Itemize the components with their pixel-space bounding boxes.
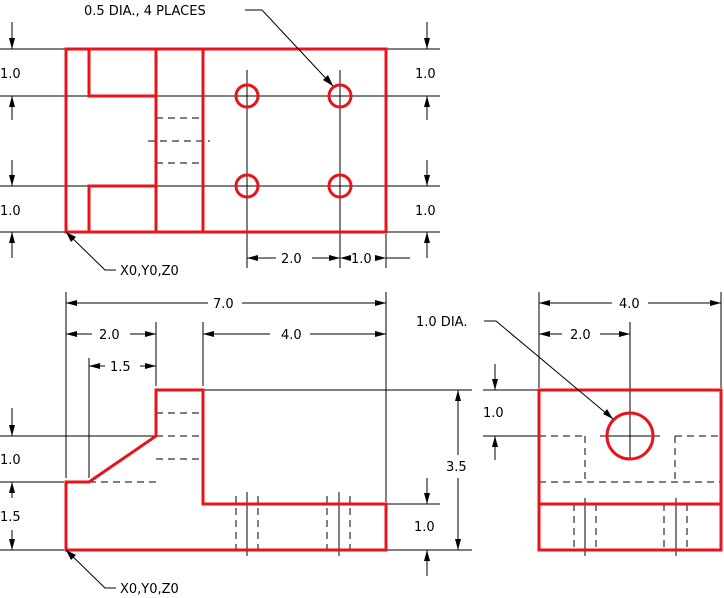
slope-width-text: 1.5 bbox=[110, 360, 131, 375]
right-width-text: 4.0 bbox=[281, 328, 302, 343]
hole-edge-text: 1.0 bbox=[351, 252, 372, 267]
side-view-extension-lines bbox=[483, 292, 722, 460]
step-width-dimension bbox=[66, 331, 156, 337]
bore-offset-text: 2.0 bbox=[570, 328, 591, 343]
front-left-dimensions bbox=[9, 408, 15, 550]
hole-bottom-left bbox=[234, 173, 260, 199]
hole-callout-leader bbox=[245, 9, 334, 87]
top-view bbox=[0, 9, 440, 271]
origin-front-text: X0,Y0,Z0 bbox=[120, 582, 179, 597]
base-height-dimension bbox=[424, 478, 430, 576]
top-right-dimensions bbox=[424, 22, 430, 258]
hole-bottom-right bbox=[327, 173, 353, 199]
step-width-text: 2.0 bbox=[99, 328, 120, 343]
slope-width-dimension bbox=[89, 363, 156, 369]
overall-height-text: 3.5 bbox=[446, 460, 467, 475]
top-view-hidden-lines bbox=[148, 117, 210, 164]
overall-width-dimension bbox=[66, 300, 386, 306]
overall-width-text: 7.0 bbox=[213, 297, 234, 312]
mounting-holes bbox=[234, 83, 353, 199]
side-view-hidden-lines bbox=[539, 435, 721, 556]
top-view-outline bbox=[64, 47, 388, 234]
top-right-dim-upper: 1.0 bbox=[415, 67, 436, 82]
front-left-dim-lower: 1.5 bbox=[0, 510, 21, 525]
hole-callout-text: 0.5 DIA., 4 PLACES bbox=[84, 4, 206, 19]
hole-center-lines bbox=[66, 70, 386, 198]
origin-top-text: X0,Y0,Z0 bbox=[120, 264, 179, 279]
front-view-outline bbox=[64, 388, 388, 552]
front-view-hidden-lines bbox=[89, 412, 351, 556]
front-view bbox=[0, 292, 472, 589]
hole-top-right bbox=[327, 83, 353, 109]
front-left-dim-upper: 1.0 bbox=[0, 453, 21, 468]
labels: 0.5 DIA., 4 PLACES 1.0 1.0 1.0 1.0 2.0 1… bbox=[0, 4, 640, 597]
right-width-dimension bbox=[203, 331, 386, 337]
top-left-dimensions bbox=[9, 22, 15, 258]
top-left-dim-upper: 1.0 bbox=[0, 67, 21, 82]
bore-depth-text: 1.0 bbox=[483, 406, 504, 421]
side-width-dimension bbox=[539, 300, 721, 306]
hole-spacing-dimensions bbox=[247, 255, 410, 261]
side-width-text: 4.0 bbox=[619, 297, 640, 312]
base-height-text: 1.0 bbox=[414, 520, 435, 535]
bore-callout-leader bbox=[484, 320, 614, 420]
bore-circle bbox=[605, 411, 655, 461]
hole-top-left bbox=[234, 83, 260, 109]
origin-front-leader bbox=[65, 549, 116, 589]
bore-callout-text: 1.0 DIA. bbox=[416, 315, 467, 330]
bore-offset-dimension bbox=[539, 331, 630, 337]
origin-top-leader bbox=[65, 231, 116, 271]
hole-spacing-text: 2.0 bbox=[281, 252, 302, 267]
side-view bbox=[483, 292, 723, 556]
top-right-dim-lower: 1.0 bbox=[415, 204, 436, 219]
bore-depth-dimension bbox=[492, 364, 498, 460]
top-left-dim-lower: 1.0 bbox=[0, 204, 21, 219]
side-view-outline bbox=[537, 388, 723, 552]
overall-height-dimension bbox=[455, 390, 461, 550]
